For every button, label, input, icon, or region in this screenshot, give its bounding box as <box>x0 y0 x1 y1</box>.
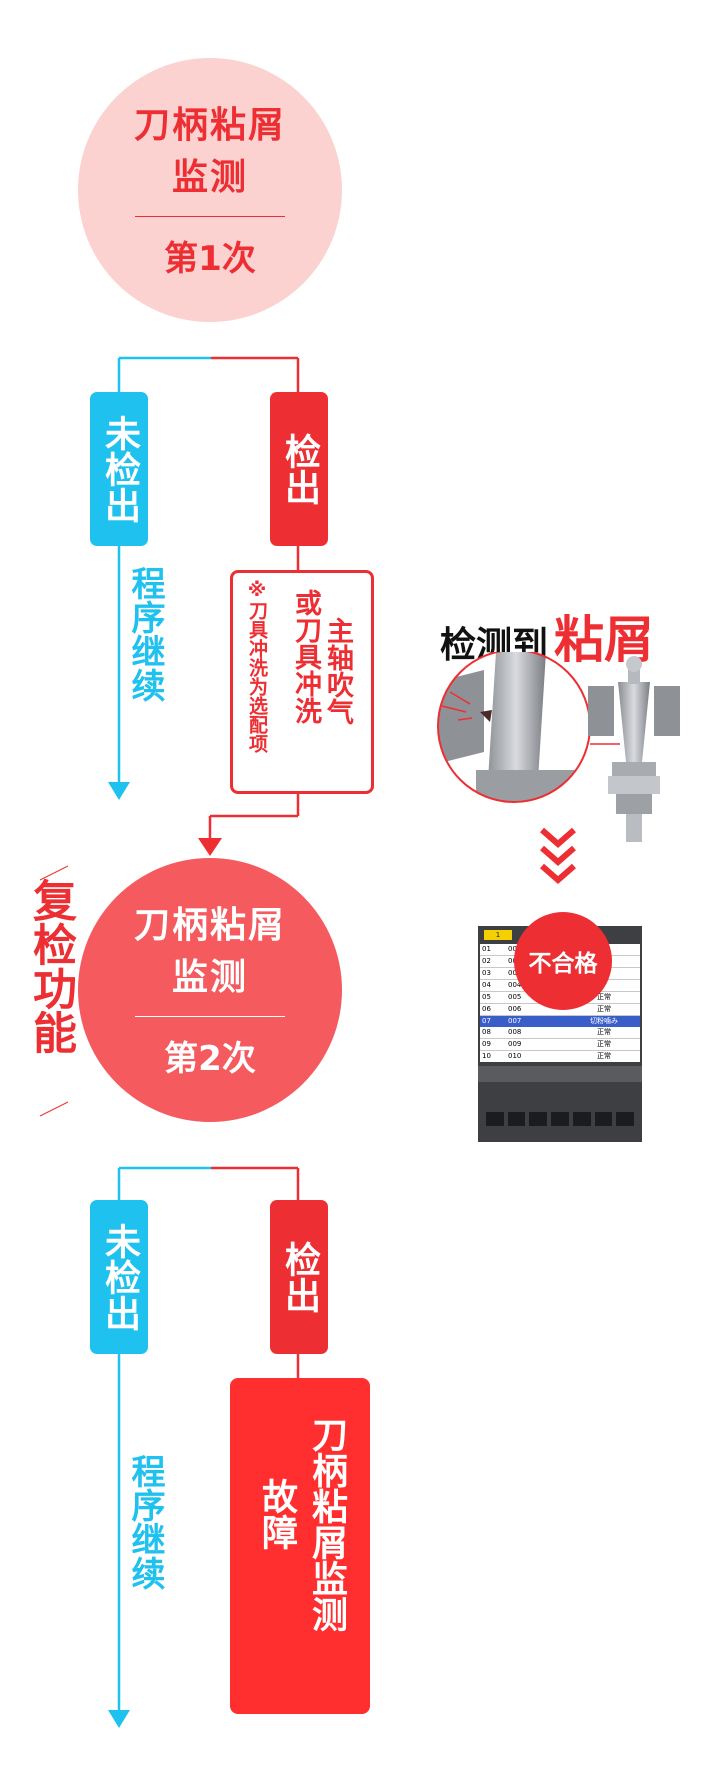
arrowhead-blue-2 <box>108 1710 130 1728</box>
side-label-slash-bottom <box>39 1101 69 1117</box>
fault-box: 刀柄粘屑监测 故障 <box>230 1378 370 1714</box>
screen-row-6: 06 006 正常 <box>480 1004 640 1016</box>
arrowhead-blue-1 <box>108 782 130 800</box>
round-1-title-line2: 监测 <box>171 157 248 198</box>
arrowhead-red-1 <box>198 838 222 856</box>
detected-box-1: 检出 <box>270 392 328 546</box>
action-box: 主轴吹气 或刀具冲洗 ※刀具冲洗为选配项 <box>230 570 374 794</box>
action-line1: 主轴吹气 <box>322 617 353 725</box>
round-2-title-line1: 刀柄粘屑 <box>133 905 286 946</box>
down-chevrons-icon <box>540 827 576 884</box>
action-note: ※刀具冲洗为选配项 <box>246 579 268 753</box>
action-line2: 或刀具冲洗 <box>290 589 321 724</box>
monitor-round-2: 刀柄粘屑 监测 第2次 <box>78 858 342 1122</box>
screen-tab: 1 <box>484 930 512 940</box>
screen-row-9: 09 009 正常 <box>480 1039 640 1051</box>
round-2-divider <box>135 1016 285 1017</box>
screen-softkeys <box>486 1112 635 1126</box>
monitor-round-1: 刀柄粘屑 监测 第1次 <box>78 58 342 322</box>
screen-status-bar <box>478 1066 642 1082</box>
undetected-box-2: 未检出 <box>90 1200 148 1354</box>
undetected-box-1: 未检出 <box>90 392 148 546</box>
toolholder-illustration <box>437 652 680 842</box>
fail-badge: 不合格 <box>514 912 612 1010</box>
round-2-sub: 第2次 <box>164 1039 256 1079</box>
continue-label-1: 程序继续 <box>125 566 165 702</box>
fail-badge-label: 不合格 <box>528 951 598 977</box>
detected-label-2: 检出 <box>279 1241 320 1313</box>
undetected-label-1: 未检出 <box>99 415 140 523</box>
screen-row-7-highlight: 07 007 切粉噛み <box>480 1016 640 1027</box>
recheck-label: 复检功能 <box>25 878 76 1054</box>
fault-line1: 刀柄粘屑监测 <box>306 1416 347 1632</box>
detected-box-2: 检出 <box>270 1200 328 1354</box>
detected-label-1: 检出 <box>279 433 320 505</box>
spindle-drawing <box>588 656 680 842</box>
round-1-sub: 第1次 <box>164 239 256 279</box>
magnified-view <box>438 652 590 802</box>
fault-line2: 故障 <box>256 1478 297 1550</box>
side-label-slash-top <box>39 865 69 881</box>
round-1-divider <box>135 216 285 217</box>
screen-row-10: 10 010 正常 <box>482 1052 611 1060</box>
continue-label-2: 程序继续 <box>125 1454 165 1590</box>
screen-row-8: 08 008 正常 <box>480 1027 640 1039</box>
round-2-title-line2: 监测 <box>171 957 248 998</box>
round-1-title-line1: 刀柄粘屑 <box>133 105 286 146</box>
detect-heading: 检测到 粘屑 <box>440 600 700 669</box>
undetected-label-2: 未检出 <box>99 1223 140 1331</box>
